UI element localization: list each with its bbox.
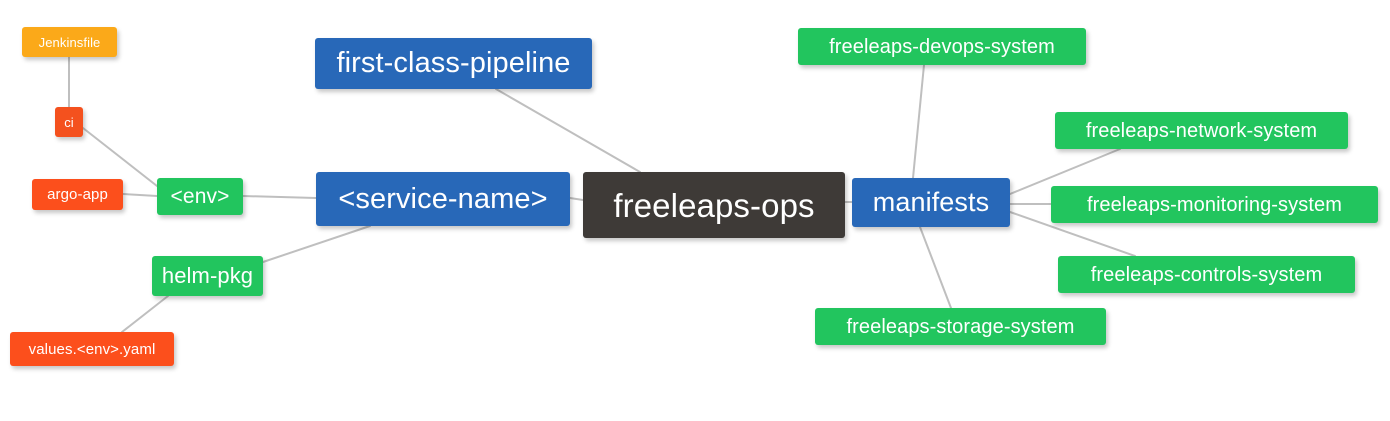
edge-helm-pkg-to-values-yaml [121,295,169,333]
node-label-pipeline: first-class-pipeline [336,47,571,79]
node-label-root: freeleaps-ops [613,186,815,224]
node-label-ci: ci [64,114,74,130]
node-argo-app[interactable]: argo-app [32,179,123,210]
node-manifests[interactable]: manifests [852,178,1010,227]
edge-service-name-to-root [569,197,584,201]
edge-pipeline-to-root [495,88,641,173]
node-label-service-name: <service-name> [338,182,548,215]
node-label-jenkinsfile: Jenkinsfile [38,34,101,50]
node-label-helm-pkg: helm-pkg [161,263,254,288]
node-label-network: freeleaps-network-system [1085,119,1318,142]
node-network[interactable]: freeleaps-network-system [1055,112,1348,149]
node-values-yaml[interactable]: values.<env>.yaml [10,332,174,366]
node-env[interactable]: <env> [157,178,243,215]
node-label-monitoring: freeleaps-monitoring-system [1086,193,1342,216]
node-service-name[interactable]: <service-name> [316,172,570,226]
edge-ci-to-env [82,127,158,187]
node-label-devops: freeleaps-devops-system [829,35,1055,58]
node-jenkinsfile[interactable]: Jenkinsfile [22,27,117,57]
node-monitoring[interactable]: freeleaps-monitoring-system [1051,186,1378,223]
node-label-argo-app: argo-app [47,186,108,203]
node-label-values-yaml: values.<env>.yaml [28,340,156,358]
edge-manifests-to-devops [912,64,925,179]
node-devops[interactable]: freeleaps-devops-system [798,28,1086,65]
node-label-manifests: manifests [872,187,990,217]
edge-argo-app-to-env [122,193,158,197]
node-controls[interactable]: freeleaps-controls-system [1058,256,1355,293]
node-root[interactable]: freeleaps-ops [583,172,845,238]
edge-service-name-to-helm-pkg [262,225,371,263]
edge-env-to-service-name [242,195,317,199]
node-label-controls: freeleaps-controls-system [1090,263,1323,286]
node-storage[interactable]: freeleaps-storage-system [815,308,1106,345]
edge-manifests-to-storage [919,226,952,309]
node-label-env: <env> [170,185,230,208]
node-helm-pkg[interactable]: helm-pkg [152,256,263,296]
node-label-storage: freeleaps-storage-system [846,315,1075,338]
node-ci[interactable]: ci [55,107,83,137]
node-pipeline[interactable]: first-class-pipeline [315,38,592,89]
